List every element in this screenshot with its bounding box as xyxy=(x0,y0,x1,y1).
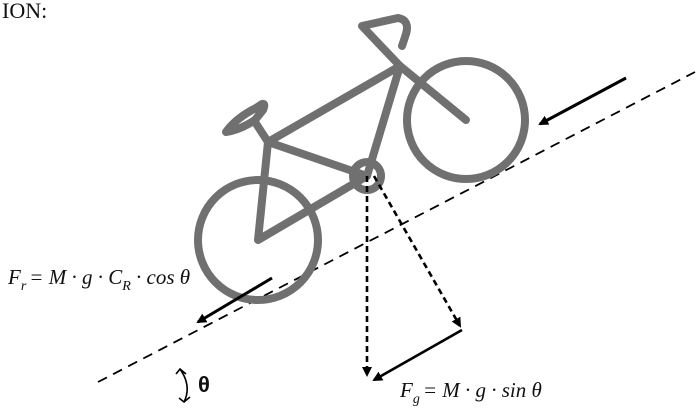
fork xyxy=(396,62,470,124)
rolling-resistance-arrow xyxy=(196,276,273,324)
gravity-component-arrow xyxy=(372,328,463,382)
angle-arc-arrow-bottom xyxy=(178,396,191,404)
down-tube xyxy=(363,62,404,180)
opposing-force-arrow xyxy=(538,76,627,126)
seat-post xyxy=(251,118,272,146)
front-wheel xyxy=(403,57,529,183)
angle-arc xyxy=(179,368,188,403)
saddle xyxy=(222,99,269,136)
normal-component-dashed xyxy=(372,175,462,328)
rolling-resistance-label: Fr= M · g · CR · cos θ xyxy=(7,265,190,294)
bicycle xyxy=(194,14,529,304)
bike-frame xyxy=(254,138,371,244)
slope-line xyxy=(97,71,696,383)
angle-arc-arrow-top xyxy=(175,367,187,375)
top-tube xyxy=(264,62,404,146)
handlebar xyxy=(358,14,411,70)
gravity-component-label: Fg= M · g · sin θ xyxy=(399,378,542,407)
angle-label: θ xyxy=(198,372,210,397)
header-partial-text: ION: xyxy=(2,0,47,23)
rear-wheel xyxy=(194,176,322,304)
